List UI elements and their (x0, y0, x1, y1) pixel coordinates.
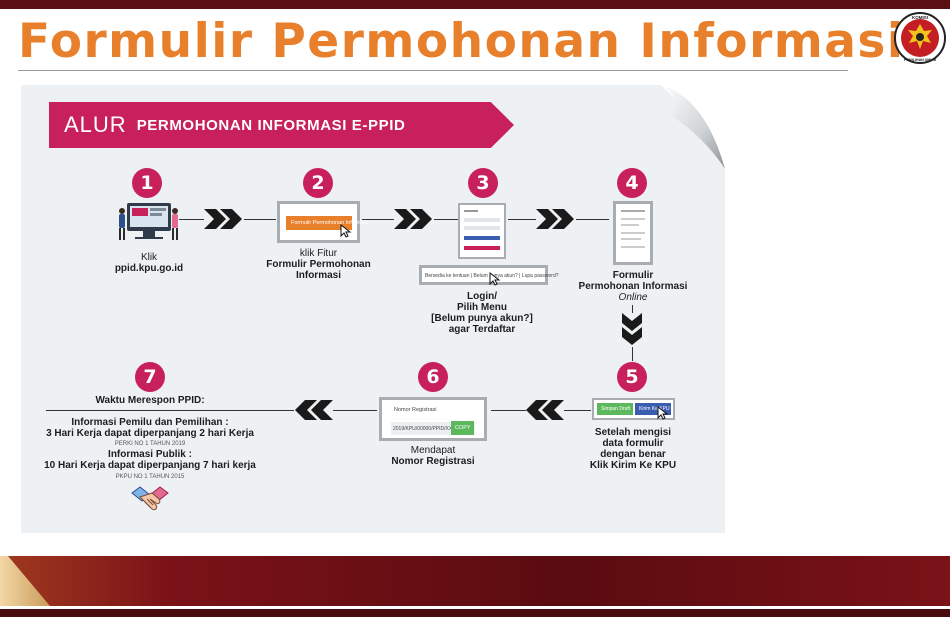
connector-1-2b (244, 219, 276, 220)
chevron-left-icon (295, 400, 333, 420)
step-5-label-line2: data formulir (602, 438, 664, 449)
logo-text-bottom: PEMILIHAN UMUM (904, 58, 936, 62)
mock-draft-text: Simpan Draft (601, 406, 631, 412)
footer-gold-accent (0, 556, 50, 606)
step-6-registration-mock: Nomor Registrasi 2019/KPU/00000/PPID/XX/… (379, 397, 487, 441)
step-3-menu-bar: Bersedia ke tentuan | Belum punya akun? … (419, 265, 559, 286)
chevron-right-icon (394, 209, 432, 229)
banner-part2: PERMOHONAN INFORMASI E-PPID (136, 116, 406, 134)
step-7-p1-title: Informasi Pemilu dan Pemilihan : (71, 417, 229, 428)
mock-orange-button (286, 216, 352, 230)
cursor-icon (489, 272, 501, 286)
connector-2-3a (362, 219, 394, 220)
step-1-url: ppid.kpu.go.id (114, 263, 184, 274)
footer-band (0, 556, 950, 606)
page-curl-decoration (661, 85, 725, 169)
step-3-label-line1: Login/ (467, 291, 497, 302)
step-7-p2-ref: PKPU NO 1 TAHUN 2015 (115, 474, 185, 480)
mock-button-text: Formulir Permohonan Informasi (291, 220, 369, 226)
flow-diagram-panel: ALUR PERMOHONAN INFORMASI E-PPID 1 Kl (21, 85, 725, 533)
step-3-login-mock (458, 203, 506, 259)
step-6-label-line2: Nomor Registrasi (391, 456, 475, 467)
step-5-buttons-mock: Simpan Draft Kirim Ke KPU (592, 398, 675, 420)
connector-5-6a (564, 410, 591, 411)
step-3-number: 3 (468, 168, 498, 198)
chevron-right-icon (204, 209, 242, 229)
top-bar (0, 0, 950, 9)
step-4-number: 4 (617, 168, 647, 198)
step-5-label-line4-bold: Kirim Ke KPU (611, 460, 677, 471)
step-5-number: 5 (617, 362, 647, 392)
mock-draft-button (597, 403, 633, 415)
connector-6-7a (333, 410, 377, 411)
banner-part1: ALUR (64, 112, 127, 137)
mock-copy-text: COPY (455, 425, 471, 431)
step-3-label-line2: Pilih Menu (457, 302, 507, 313)
step-5-label-line4-pre: Klik (589, 460, 612, 471)
chevron-down-icon (622, 313, 642, 345)
connector-3-4b (576, 219, 609, 220)
computer-users-icon (119, 203, 178, 240)
step-2-label-line1: klik Fitur (299, 248, 338, 259)
mock-reg-label: Nomor Registrasi (394, 407, 437, 413)
step-7-p1-ref: PERKI NO 1 TAHUN 2019 (114, 441, 186, 447)
footer-dark-strip (0, 609, 950, 617)
mock-send-text: Kirim Ke KPU (639, 406, 670, 412)
cursor-icon (657, 406, 669, 420)
step-7-divider (46, 410, 294, 411)
mock-reg-value: 2019/KPU/00000/PPID/XX/XX (393, 426, 461, 432)
connector-5-6b (491, 410, 526, 411)
step-7-number: 7 (135, 362, 165, 392)
step-7-p1-text: 3 Hari Kerja dapat diperpanjang 2 hari K… (46, 428, 254, 439)
step-4-label-line3: Online (618, 292, 648, 303)
step-7-p2-title: Informasi Publik : (108, 449, 192, 460)
step-2-label-line3: Informasi (295, 270, 341, 281)
step-1-number: 1 (132, 168, 162, 198)
step-5-label-line4: Klik Kirim Ke KPU (573, 460, 693, 471)
chevron-left-icon (526, 400, 564, 420)
step-5-label-line1: Setelah mengisi (594, 427, 672, 438)
cursor-icon (340, 224, 352, 238)
step-5-label-line3: dengan benar (600, 449, 666, 460)
step-2-number: 2 (303, 168, 333, 198)
step-6-label-line1: Mendapat (410, 445, 456, 456)
step-2-label-line2: Formulir Permohonan (266, 259, 371, 270)
title-divider (18, 70, 848, 71)
handshake-icon (131, 486, 169, 511)
mock-copy-button (451, 421, 474, 435)
step-6-number: 6 (418, 362, 448, 392)
logo-text-top: KOMISI (912, 15, 928, 20)
step-3-label-line3: [Belum punya akun?] (431, 313, 533, 324)
step-4-label-line1: Formulir (612, 270, 654, 281)
step-4-label-line2: Permohonan Informasi (578, 281, 688, 292)
flow-banner: ALUR PERMOHONAN INFORMASI E-PPID (49, 102, 514, 148)
connector-3-4a (508, 219, 536, 220)
connector-4-5a (632, 305, 633, 313)
step-7-p2-text: 10 Hari Kerja dapat diperpanjang 7 hari … (44, 460, 256, 471)
page-title: Formulir Permohonan Informasi (18, 14, 905, 69)
step-2-screen-mock: Formulir Permohonan Informasi (277, 201, 368, 243)
connector-4-5b (632, 347, 633, 361)
step-7-heading: Waktu Merespon PPID: (95, 395, 205, 406)
chevron-right-icon (536, 209, 574, 229)
connector-2-3b (434, 219, 458, 220)
step-1-label-line1: Klik (140, 252, 158, 263)
step-3-label-line4: agar Terdaftar (448, 324, 516, 335)
step-4-form-mock (613, 201, 653, 265)
connector-1-2a (179, 219, 204, 220)
kpu-logo-icon: KOMISI PEMILIHAN UMUM (894, 12, 946, 64)
